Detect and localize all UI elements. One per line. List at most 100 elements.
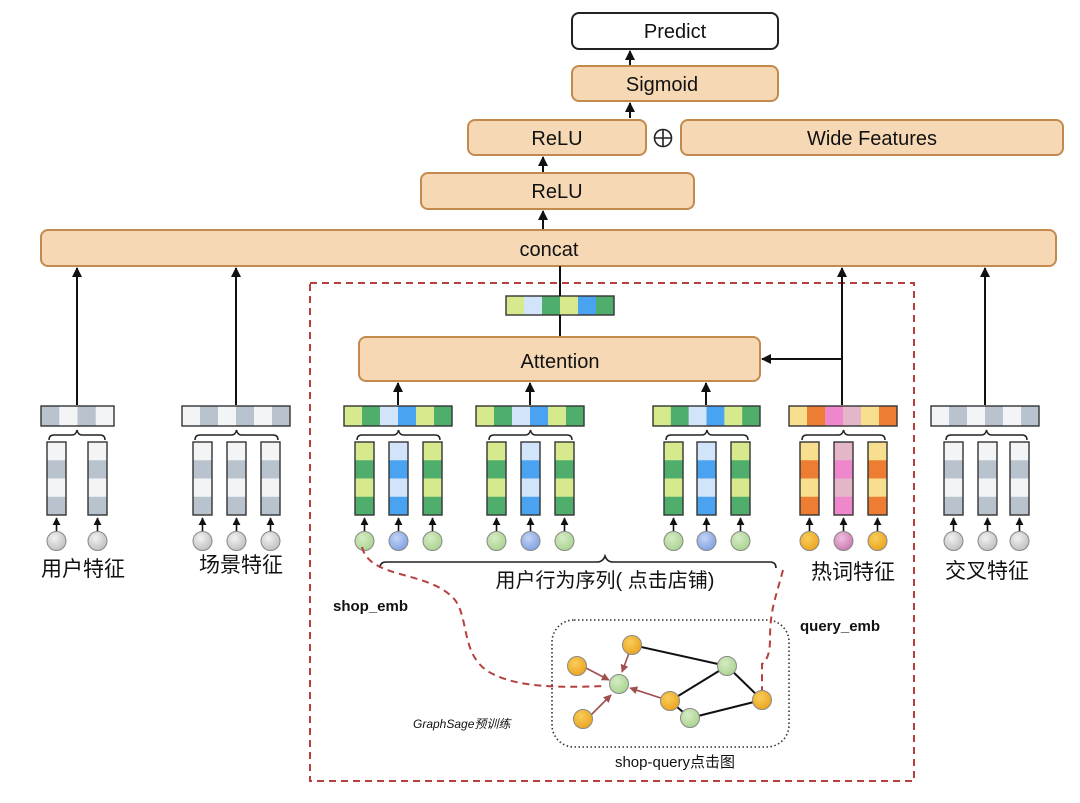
vector-cell: [731, 478, 750, 498]
vector-border: [696, 441, 717, 516]
vector-border: [475, 405, 585, 427]
vector-cell: [834, 496, 853, 516]
vector-cell: [834, 478, 853, 498]
graph-node-query: [660, 691, 680, 711]
cross-features-input-node: [1009, 531, 1030, 551]
vector-cell: [697, 478, 716, 498]
vector-cell: [272, 406, 291, 426]
vector-cell: [967, 406, 986, 426]
vector-cell: [389, 460, 408, 479]
graph-node-query: [622, 635, 642, 655]
hotword-features-embedding-vector: [833, 441, 854, 516]
sigmoid-box: Sigmoid: [571, 65, 779, 102]
vector-cell: [423, 478, 442, 498]
graph-node-query: [573, 709, 593, 729]
behavior-seq-3-input-node: [663, 531, 684, 551]
vector-cell: [688, 406, 707, 426]
vector-border: [663, 441, 684, 516]
vector-cell: [978, 460, 997, 479]
vector-border: [46, 441, 67, 516]
vector-cell: [560, 296, 579, 315]
vector-cell: [949, 406, 968, 426]
behavior-seq-1-pooled-vector: [343, 405, 453, 427]
behavior-seq-2-embedding-vector: [520, 441, 541, 516]
vector-cell: [355, 496, 374, 516]
vector-cell: [512, 406, 531, 426]
attention-output-vector: [505, 295, 615, 316]
shop-emb-link: [361, 546, 605, 688]
hotword-features-input-node: [867, 531, 888, 551]
vector-cell: [524, 296, 543, 315]
brace: [356, 429, 441, 441]
vector-cell: [555, 478, 574, 498]
behavior-seq-3-pooled-vector: [652, 405, 761, 427]
vector-border: [799, 441, 820, 516]
vector-border: [354, 441, 375, 516]
scene-features-embedding-vector: [260, 441, 281, 516]
query-emb-link: [761, 569, 784, 697]
vector-cell: [868, 460, 887, 479]
vector-cell: [548, 406, 567, 426]
cross-features-embedding-vector: [1009, 441, 1030, 516]
concat-box: concat: [40, 229, 1057, 267]
vector-cell: [47, 442, 66, 461]
behavior-seq-1-embedding-vector: [388, 441, 409, 516]
vector-cell: [868, 478, 887, 498]
vector-cell: [670, 406, 689, 426]
predict-label: Predict: [644, 21, 707, 43]
vector-border: [977, 441, 998, 516]
behavior-sequence-brace: [379, 553, 777, 569]
vector-cell: [944, 478, 963, 498]
vector-cell: [697, 496, 716, 516]
vector-border: [87, 441, 108, 516]
vector-cell: [807, 406, 826, 426]
behavior-seq-2-group: [475, 405, 585, 551]
brace: [48, 429, 106, 441]
graph-title-label: shop-query点击图: [615, 754, 735, 771]
vector-cell: [227, 478, 246, 498]
vector-cell: [494, 406, 513, 426]
predict-box: Predict: [571, 12, 779, 50]
vector-cell: [825, 406, 844, 426]
vector-border: [1009, 441, 1030, 516]
vector-border: [388, 441, 409, 516]
vector-cell: [389, 496, 408, 516]
vector-border: [192, 441, 213, 516]
vector-cell: [1010, 478, 1029, 498]
attention-label: Attention: [521, 351, 600, 373]
user-features-pooled-vector: [40, 405, 115, 427]
behavior-seq-2-embedding-vector: [486, 441, 507, 516]
vector-cell: [978, 478, 997, 498]
attention-box: Attention: [358, 336, 761, 382]
vector-cell: [261, 496, 280, 516]
vector-cell: [578, 296, 597, 315]
hotword-features-pooled-vector: [788, 405, 898, 427]
vector-cell: [834, 442, 853, 461]
behavior-seq-3-embedding-vector: [730, 441, 751, 516]
cross-features-group: [930, 405, 1040, 551]
relu-top-label: ReLU: [531, 128, 582, 150]
graph-node-shop: [717, 656, 737, 676]
vector-border: [554, 441, 575, 516]
vector-cell: [423, 442, 442, 461]
graph-node-query: [567, 656, 587, 676]
concat-label: concat: [520, 239, 579, 261]
user-features-input-node: [87, 531, 108, 551]
vector-cell: [521, 478, 540, 498]
vector-cell: [521, 496, 540, 516]
scene-features-embedding-vector: [226, 441, 247, 516]
vector-cell: [978, 496, 997, 516]
vector-cell: [193, 496, 212, 516]
vector-cell: [944, 442, 963, 461]
vector-cell: [200, 406, 219, 426]
wide-features-box: Wide Features: [680, 119, 1064, 156]
behavior-seq-3-embedding-vector: [663, 441, 684, 516]
vector-cell: [423, 496, 442, 516]
hotword-features-label: 热词特征: [811, 561, 895, 584]
behavior-seq-1-input-node: [354, 531, 375, 551]
relu-bottom-label: ReLU: [531, 181, 582, 203]
behavior-seq-1-group: [343, 405, 453, 551]
vector-cell: [487, 478, 506, 498]
vector-cell: [697, 442, 716, 461]
